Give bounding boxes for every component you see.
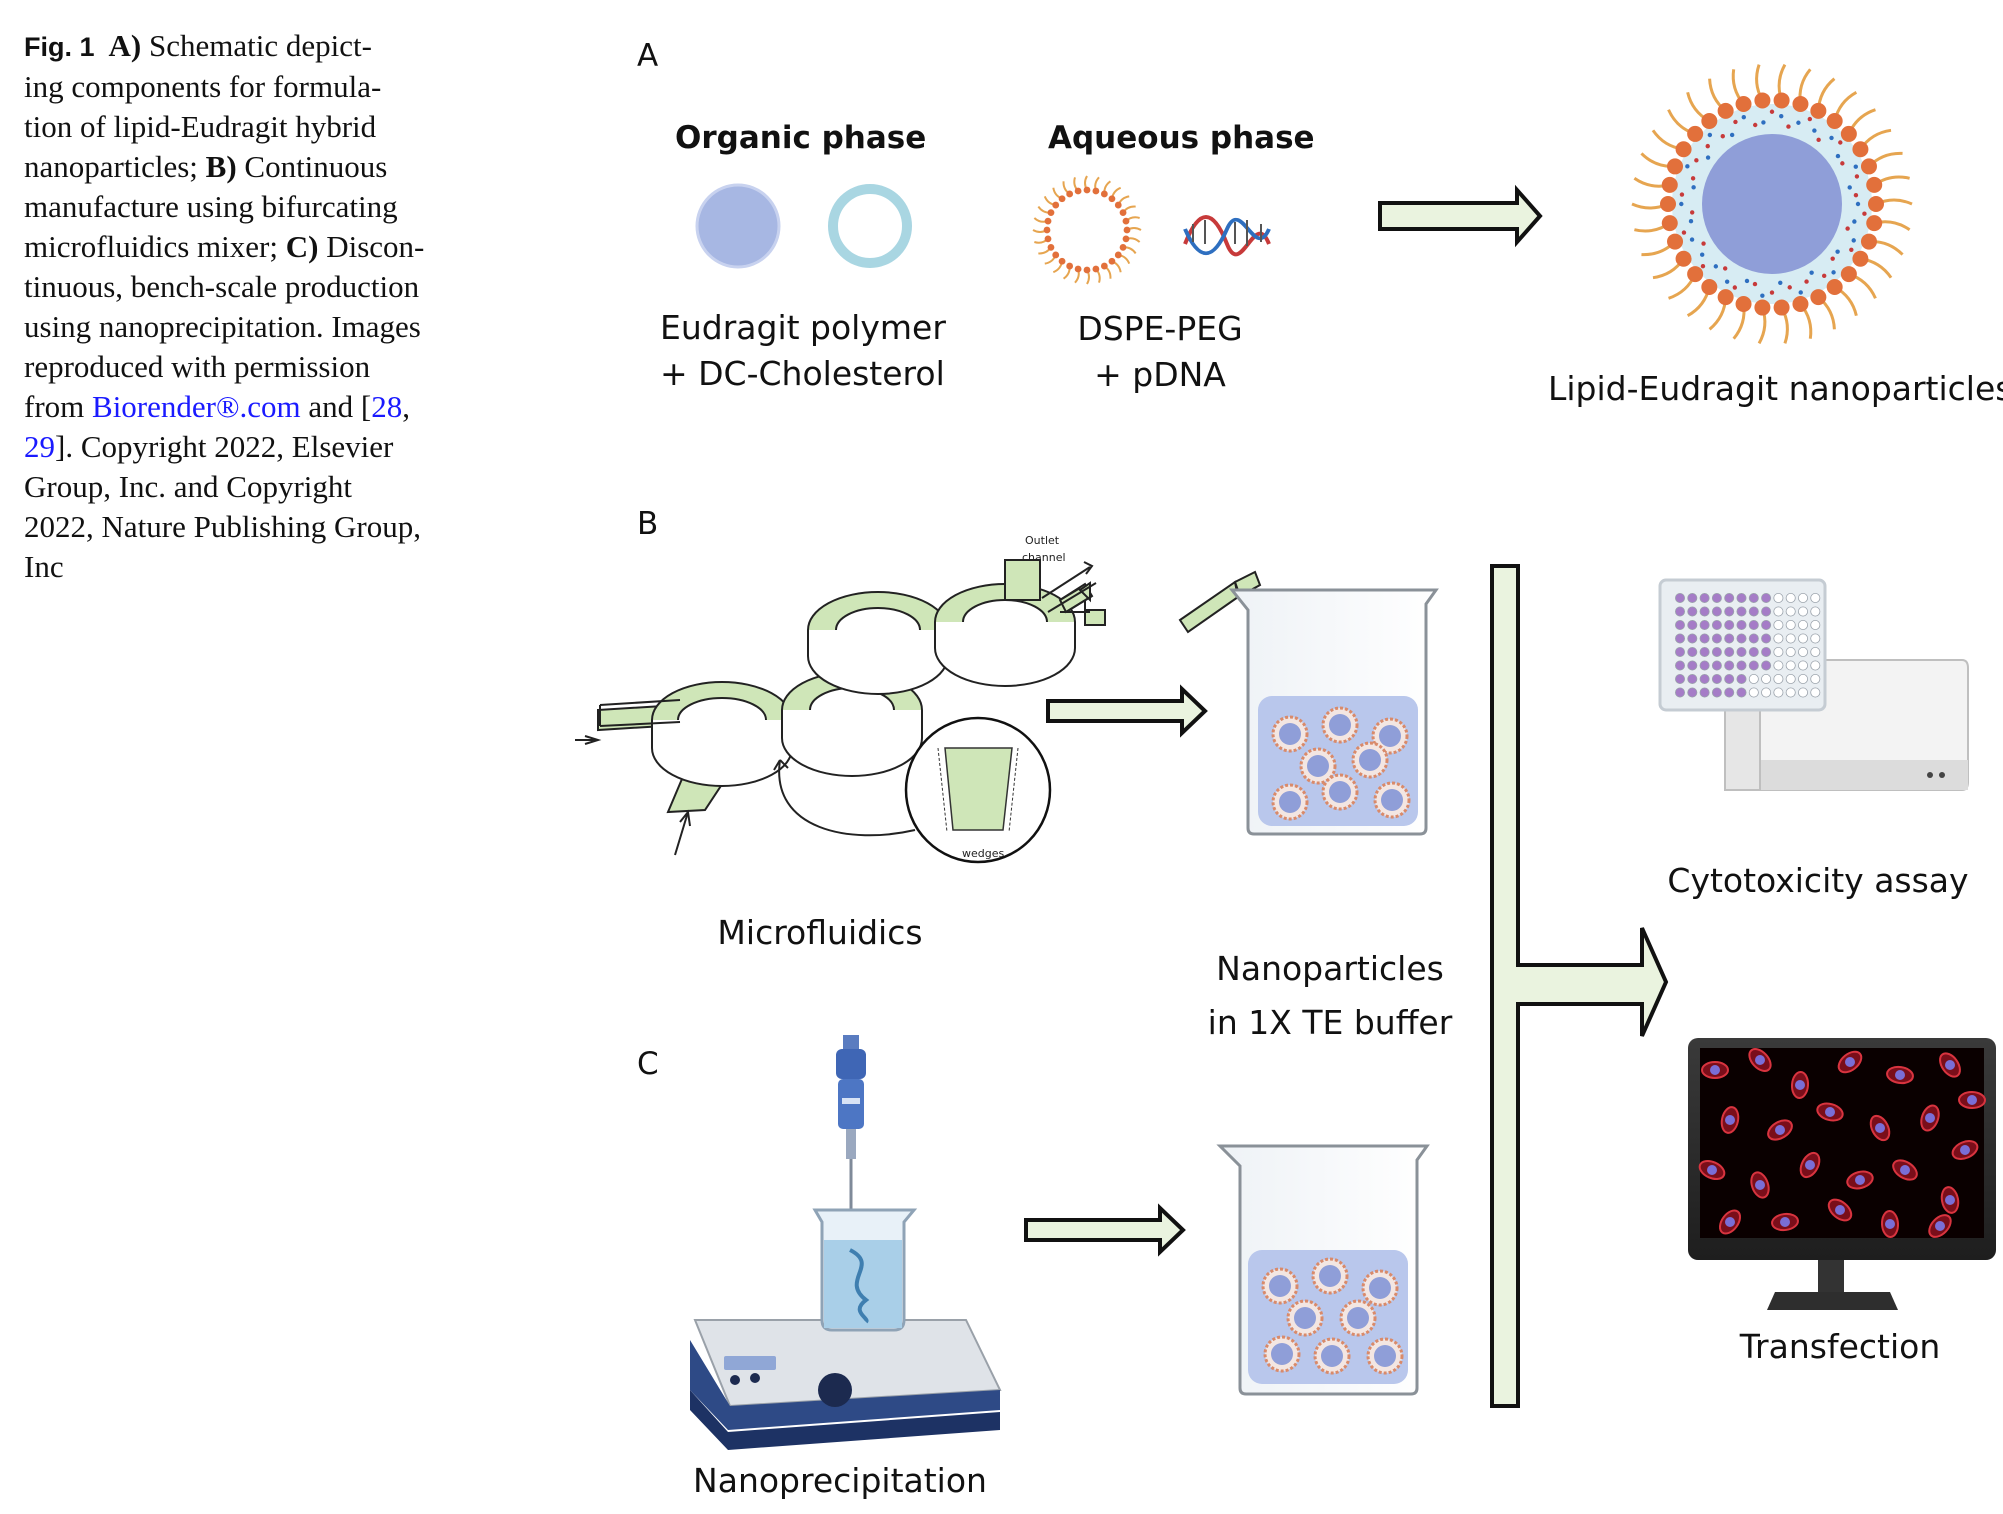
arrow-a-to-product [1378, 184, 1543, 248]
dc-cholesterol-shell [828, 184, 912, 268]
caption-line-12: Group, Inc. and Copyright [24, 469, 353, 504]
beaker-c-nanoparticles [1216, 1144, 1430, 1396]
monitor-icon [1688, 1038, 1996, 1310]
outlet-label-2: channel [1022, 551, 1066, 564]
organic-phase-heading: Organic phase [675, 120, 927, 156]
aqueous-phase-heading: Aqueous phase [1048, 120, 1315, 156]
outlet-label-1: Outlet [1025, 534, 1060, 547]
panel-letter-a: A [637, 38, 659, 74]
wedges-label: wedges [962, 847, 1004, 860]
caption-line-9: reproduced with permission [24, 349, 371, 384]
reference-link-28[interactable]: 28 [371, 389, 403, 424]
dspe-peg-liposome-icon [1032, 175, 1142, 285]
microfluidics-label: Microfluidics [717, 913, 923, 952]
caption-line-7: tinuous, bench-scale production [24, 269, 420, 304]
caption-line-13: 2022, Nature Publishing Group, [24, 509, 421, 544]
biorender-link[interactable]: Biorender®.com [92, 389, 301, 424]
stirring-beaker-icon [812, 1208, 918, 1332]
transfection-label: Transfection [1739, 1327, 1941, 1366]
product-label: Lipid-Eudragit nanoparticles [1548, 369, 2003, 408]
caption-line-10: from Biorender®.com and [28, [24, 389, 410, 424]
nanoparticles-buffer-label: Nanoparticles in 1X TE buffer [1207, 949, 1453, 1042]
cytotoxicity-assay-label: Cytotoxicity assay [1667, 861, 1969, 900]
caption-line-4: nanoparticles; B) Continuous [24, 149, 388, 184]
pdna-icon [1183, 215, 1271, 257]
plate-reader-icon [1658, 578, 1969, 791]
microfluidic-rings [575, 561, 1097, 856]
reference-link-29[interactable]: 29 [24, 429, 55, 464]
nanoprecipitation-label: Nanoprecipitation [693, 1461, 987, 1500]
aqueous-phase-description: DSPE-PEG + pDNA [1077, 309, 1243, 394]
caption-line-14: Inc [24, 549, 64, 584]
caption-line-5: manufacture using bifurcating [24, 189, 398, 224]
figure-label: Fig. 1 [24, 32, 95, 62]
arrow-c-to-beaker [1024, 1203, 1186, 1257]
caption-line-3: tion of lipid-Eudragit hybrid [24, 109, 377, 144]
stirrer-plate-icon [690, 1319, 1002, 1450]
arrow-b-to-beaker [1046, 684, 1208, 738]
combining-arrow [1490, 564, 1669, 1408]
caption-line-2: ing components for formula- [24, 69, 382, 104]
panel-letter-c: C [637, 1046, 659, 1082]
panel-letter-b: B [637, 506, 659, 542]
pipette-icon [836, 1035, 866, 1218]
wedge-inset [904, 716, 1052, 864]
caption-line-8: using nanoprecipitation. Images [24, 309, 421, 344]
beaker-b-nanoparticles [1228, 588, 1439, 836]
eudragit-polymer-particle [695, 183, 781, 269]
caption-line-11: 29]. Copyright 2022, Elsevier [24, 429, 394, 464]
organic-phase-description: Eudragit polymer + DC-Cholesterol [660, 308, 946, 393]
caption-line-6: microfluidics mixer; C) Discon- [24, 229, 425, 264]
lipid-eudragit-nanoparticle-icon [1631, 63, 1913, 345]
